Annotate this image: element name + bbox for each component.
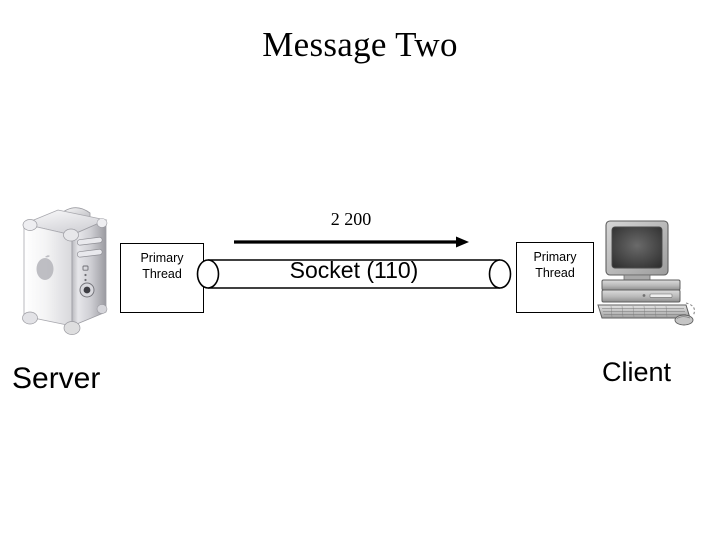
page-title: Message Two bbox=[262, 25, 458, 64]
flow-arrow-label: 2 200 bbox=[330, 209, 372, 229]
client-caption: Client bbox=[602, 357, 672, 387]
desktop-tower-icon bbox=[14, 202, 111, 338]
client-primary-thread-box: Primary Thread bbox=[516, 242, 594, 313]
arrow-right-icon bbox=[232, 234, 470, 250]
server-primary-thread-box: Primary Thread bbox=[120, 243, 204, 313]
client-primary-thread-label: Primary Thread bbox=[533, 250, 577, 280]
socket-pipe-icon bbox=[196, 252, 512, 296]
server-caption: Server bbox=[12, 362, 101, 395]
desktop-computer-icon bbox=[594, 219, 698, 329]
server-primary-thread-label: Primary Thread bbox=[140, 251, 184, 281]
